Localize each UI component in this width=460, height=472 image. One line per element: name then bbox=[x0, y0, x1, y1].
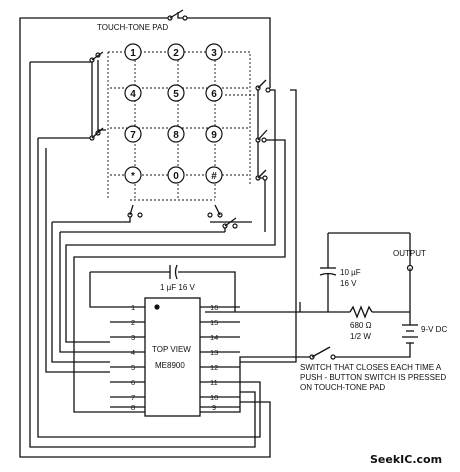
switch-left-2 bbox=[89, 127, 104, 141]
pin-left-8: 8 bbox=[131, 403, 135, 412]
key-4: 4 bbox=[124, 84, 142, 102]
key-star: * bbox=[124, 166, 142, 184]
key-5: 5 bbox=[167, 84, 185, 102]
svg-text:6: 6 bbox=[211, 89, 217, 100]
svg-text:8: 8 bbox=[173, 130, 179, 141]
pin-left-2: 2 bbox=[131, 318, 135, 327]
pin-right-15: 15 bbox=[210, 318, 218, 327]
pin-left-6: 6 bbox=[131, 378, 135, 387]
capacitor-1uf: 1 µF 16 V bbox=[160, 264, 196, 292]
power-switch: SWITCH THAT CLOSES EACH TIME A PUSH - BU… bbox=[300, 346, 446, 392]
key-6: 6 bbox=[205, 84, 223, 102]
pin-right-11: 11 bbox=[210, 378, 218, 387]
switch-right-3 bbox=[255, 169, 268, 181]
me8900-chip: TOP VIEW ME8900 1 2 3 4 5 6 7 8 16 15 14… bbox=[131, 297, 218, 417]
cap-1uf-label: 1 µF 16 V bbox=[160, 283, 196, 292]
key-8: 8 bbox=[167, 125, 185, 143]
key-0: 0 bbox=[167, 166, 185, 184]
resistor-680: 680 Ω 1/2 W bbox=[349, 305, 373, 341]
svg-text:#: # bbox=[211, 171, 217, 182]
switch-left-1 bbox=[89, 51, 104, 63]
key-1: 1 bbox=[124, 43, 142, 61]
pin-right-13: 13 bbox=[210, 348, 218, 357]
pin-right-9: 9 bbox=[212, 403, 216, 412]
switch-note-3: ON TOUCH-TONE PAD bbox=[300, 383, 385, 392]
watermark: SeekIC.com bbox=[370, 453, 442, 466]
switch-right-1 bbox=[255, 79, 271, 93]
pin-left-4: 4 bbox=[131, 348, 135, 357]
output-label: OUTPUT bbox=[393, 249, 426, 258]
battery-9v: 9-V DC bbox=[402, 324, 447, 348]
svg-text:4: 4 bbox=[130, 89, 136, 100]
cap-10uf-voltage: 16 V bbox=[340, 279, 357, 288]
svg-text:9: 9 bbox=[211, 130, 217, 141]
svg-text:5: 5 bbox=[173, 89, 179, 100]
chip-part-number: ME8900 bbox=[155, 361, 185, 370]
wiring bbox=[19, 12, 411, 458]
touch-tone-pad-label: TOUCH-TONE PAD bbox=[97, 23, 168, 32]
battery-label: 9-V DC bbox=[421, 325, 447, 334]
pin-left-7: 7 bbox=[131, 393, 135, 402]
switch-bottom-left bbox=[127, 204, 143, 218]
resistor-value: 680 Ω bbox=[350, 321, 372, 330]
svg-text:2: 2 bbox=[173, 48, 179, 59]
switch-right-2 bbox=[255, 129, 268, 143]
key-3: 3 bbox=[205, 43, 223, 61]
cap-10uf-value: 10 µF bbox=[340, 268, 361, 277]
chip-top-view: TOP VIEW bbox=[152, 345, 191, 354]
output-terminal: OUTPUT bbox=[393, 233, 426, 272]
touch-tone-pad: TOUCH-TONE PAD 1 2 3 4 5 6 7 8 9 * 0 # bbox=[97, 23, 223, 184]
switch-note-1: SWITCH THAT CLOSES EACH TIME A bbox=[300, 363, 442, 372]
svg-text:0: 0 bbox=[173, 171, 179, 182]
pin-left-1: 1 bbox=[131, 303, 135, 312]
switch-note-2: PUSH - BUTTON SWITCH IS PRESSED bbox=[300, 373, 446, 382]
pin-right-10: 10 bbox=[210, 393, 218, 402]
key-hash: # bbox=[205, 166, 223, 184]
svg-text:7: 7 bbox=[130, 130, 136, 141]
pad-switches bbox=[89, 9, 271, 229]
switch-top bbox=[167, 9, 188, 21]
pin-right-14: 14 bbox=[210, 333, 218, 342]
pin1-dot bbox=[154, 304, 160, 310]
key-9: 9 bbox=[205, 125, 223, 143]
key-7: 7 bbox=[124, 125, 142, 143]
pin-left-3: 3 bbox=[131, 333, 135, 342]
switch-bottom-mid bbox=[222, 217, 238, 229]
svg-text:*: * bbox=[131, 171, 135, 182]
pin-right-12: 12 bbox=[210, 363, 218, 372]
switch-bottom-right bbox=[207, 204, 223, 218]
svg-text:1: 1 bbox=[130, 48, 136, 59]
resistor-power: 1/2 W bbox=[350, 332, 371, 341]
key-2: 2 bbox=[167, 43, 185, 61]
pin-right-16: 16 bbox=[210, 303, 218, 312]
capacitor-10uf: 10 µF 16 V bbox=[319, 267, 361, 288]
pin-left-5: 5 bbox=[131, 363, 135, 372]
svg-text:3: 3 bbox=[211, 48, 217, 59]
